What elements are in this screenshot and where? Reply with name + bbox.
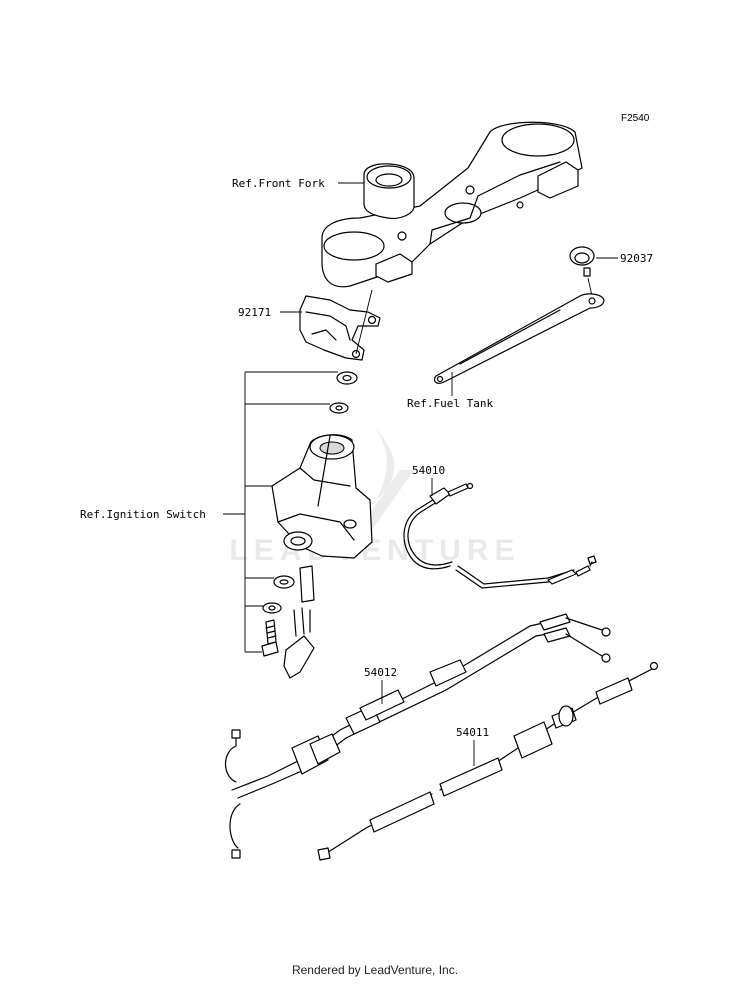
front-fork-clamp [321,121,583,288]
label-ref-ignition-switch: Ref.Ignition Switch [80,508,206,521]
fuel-tank-strap [433,293,605,384]
bracket-92171 [299,295,381,361]
footer-credit: Rendered by LeadVenture, Inc. [291,963,459,977]
label-ref-fuel-tank: Ref.Fuel Tank [407,397,493,410]
watermark-text: LEADVENTURE [229,534,520,567]
label-ref-front-fork: Ref.Front Fork [232,177,325,190]
ignition-switch-group [223,371,373,679]
label-54012: 54012 [364,666,397,679]
cable-54012 [224,613,611,859]
label-92171: 92171 [238,306,271,319]
label-54010: 54010 [412,464,445,477]
label-54011: 54011 [456,726,489,739]
label-92037: 92037 [620,252,653,265]
cable-54010 [403,482,597,589]
figure-code: F2540 [621,113,650,124]
part-92037-clamp [569,246,595,277]
cable-54011 [317,661,659,861]
